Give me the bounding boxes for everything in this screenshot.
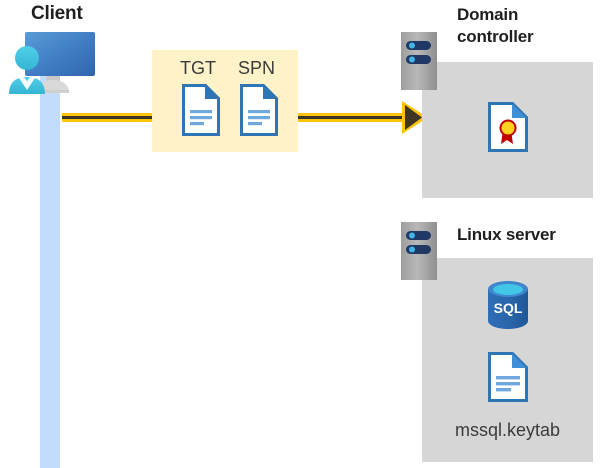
domain-controller-server-icon — [401, 32, 437, 90]
tgt-label: TGT — [180, 58, 216, 78]
certificate-document-icon — [488, 102, 528, 152]
domain-controller-label: Domain controller — [457, 5, 534, 46]
keytab-filename-label: mssql.keytab — [454, 420, 561, 440]
client-workstation-icon — [6, 28, 98, 96]
message-arrow-head — [402, 101, 428, 134]
sql-badge-text: SQL — [494, 300, 523, 316]
keytab-document-icon — [488, 352, 528, 402]
linux-server-icon — [401, 222, 437, 280]
linux-server-label: Linux server — [457, 225, 556, 244]
spn-document-icon — [240, 84, 278, 136]
client-lifeline — [40, 62, 60, 468]
tgt-document-icon — [182, 84, 220, 136]
client-label: Client — [31, 3, 83, 24]
spn-label: SPN — [238, 58, 276, 78]
sql-database-icon: SQL — [485, 280, 531, 330]
